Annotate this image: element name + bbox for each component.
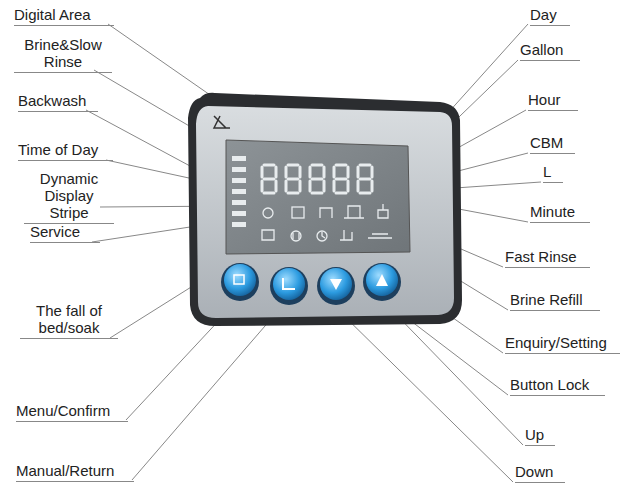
digit-segment [299,181,302,191]
digit-segment [312,192,322,195]
callout-label: Digital Area [14,6,114,26]
digit-segment [299,167,302,177]
callout-label: Down [515,463,565,483]
callout-label: Gallon [520,41,580,61]
callout-label: Hour [528,91,578,111]
callout-label: L [543,163,563,183]
digit-segment [333,181,336,191]
digit-segment [309,181,312,191]
seven-segment-digits [262,165,372,193]
digit-segment [360,178,370,181]
digit-segment [312,178,322,181]
callout-label: Time of Day [18,141,113,161]
digit-segment [261,167,264,177]
digit-segment [336,164,346,167]
leader-lines [86,24,541,482]
digit-segment [312,164,322,167]
digit-segment [360,164,370,167]
digit-segment [275,167,278,177]
digit-segment [264,192,274,195]
callout-label: Up [525,426,555,446]
callout-label: Fast Rinse [505,248,590,268]
callout-label: Button Lock [510,376,605,396]
digit-segment [275,181,278,191]
callout-label: Backwash [18,92,98,112]
digit-segment [371,167,374,177]
digit-segment [264,178,274,181]
digit-segment [288,178,298,181]
callout-label: Enquiry/Setting [505,334,620,354]
status-icons [262,204,392,241]
digit-segment [323,181,326,191]
logo-icon [214,116,230,128]
callout-label: Menu/Confirm [16,402,128,422]
display-stripe [232,156,246,227]
callout-label: Brine&Slow Rinse [14,36,112,73]
digit-segment [333,167,336,177]
callout-label: Service [30,223,100,243]
digit-segment [347,167,350,177]
callout-label: Day [530,6,570,26]
callout-label: Manual/Return [16,462,134,482]
callout-label: The fall of bed/soak [20,302,118,339]
digit-segment [371,181,374,191]
digit-segment [264,164,274,167]
callout-label: Dynamic Display Stripe [24,170,114,224]
digit-segment [357,181,360,191]
digit-segment [285,181,288,191]
callout-label: Minute [530,203,590,223]
digit-segment [309,167,312,177]
digit-segment [336,192,346,195]
digit-segment [288,164,298,167]
lcd-screen [226,140,410,254]
panel-housing [188,93,462,326]
digit-segment [288,192,298,195]
digit-segment [360,192,370,195]
callout-label: CBM [530,134,575,154]
digit-segment [347,181,350,191]
callout-label: Brine Refill [510,291,600,311]
buttons [221,263,401,305]
digit-segment [357,167,360,177]
panel-face [196,106,454,318]
digit-segment [261,181,264,191]
digit-segment [323,167,326,177]
digit-segment [285,167,288,177]
digit-segment [336,178,346,181]
